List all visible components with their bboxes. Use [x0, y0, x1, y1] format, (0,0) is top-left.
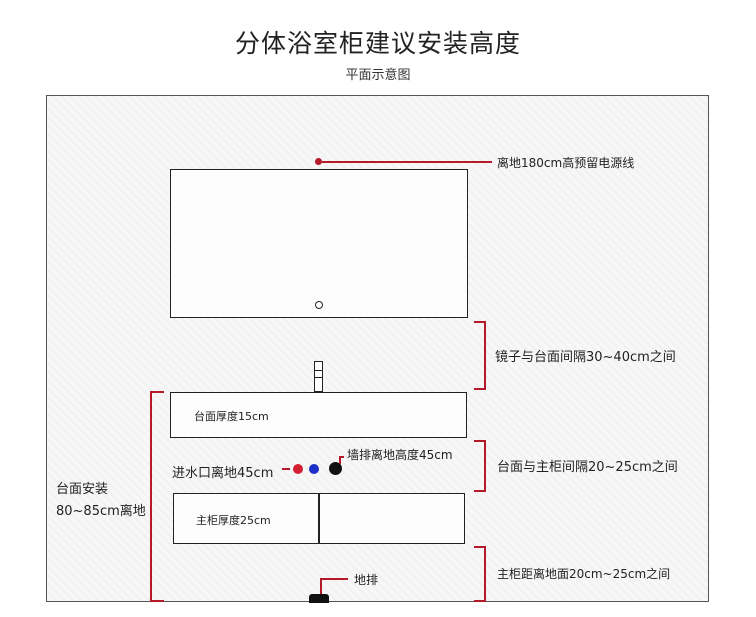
power-line-label: 离地180cm高预留电源线 — [497, 156, 635, 170]
mirror-gap-label: 镜子与台面间隔30~40cm之间 — [495, 350, 676, 365]
install-height-bracket — [150, 391, 164, 602]
hot-water-inlet-dot — [293, 464, 303, 474]
install-height-label-line2: 80~85cm离地 — [56, 504, 146, 519]
wall-drain-leader-h — [339, 456, 344, 458]
cabinet-thickness-label: 主柜厚度25cm — [196, 514, 271, 527]
floor-drain-icon — [309, 594, 329, 603]
wall-drain-leader — [339, 458, 341, 464]
install-height-label-line1: 台面安装 — [56, 482, 109, 497]
power-line-leader — [322, 161, 492, 163]
cabinet-floor-gap-label: 主柜距离地面20cm~25cm之间 — [497, 567, 671, 581]
floor-drain-leader-v — [320, 578, 322, 594]
page-title: 分体浴室柜建议安装高度 — [234, 29, 521, 58]
countertop-thickness-label: 台面厚度15cm — [194, 410, 269, 423]
countertop-gap-label: 台面与主柜间隔20~25cm之间 — [497, 460, 678, 475]
page-subtitle: 平面示意图 — [345, 68, 411, 83]
faucet-icon — [314, 361, 323, 392]
power-outlet-dot — [315, 158, 322, 165]
cabinet-divider — [318, 493, 320, 544]
water-inlet-leader — [282, 468, 290, 470]
wall-drain-dot — [329, 462, 342, 475]
countertop — [170, 392, 467, 438]
countertop-gap-bracket — [474, 440, 486, 492]
mirror-gap-bracket — [474, 321, 486, 390]
mirror-switch-icon — [315, 301, 323, 309]
cabinet-floor-gap-bracket — [474, 546, 486, 602]
cold-water-inlet-dot — [309, 464, 319, 474]
water-inlet-label: 进水口离地45cm — [172, 466, 274, 481]
mirror — [170, 169, 468, 318]
wall-drain-label: 墙排离地高度45cm — [347, 448, 453, 462]
floor-drain-leader-h — [320, 578, 348, 580]
floor-drain-label: 地排 — [354, 573, 379, 587]
